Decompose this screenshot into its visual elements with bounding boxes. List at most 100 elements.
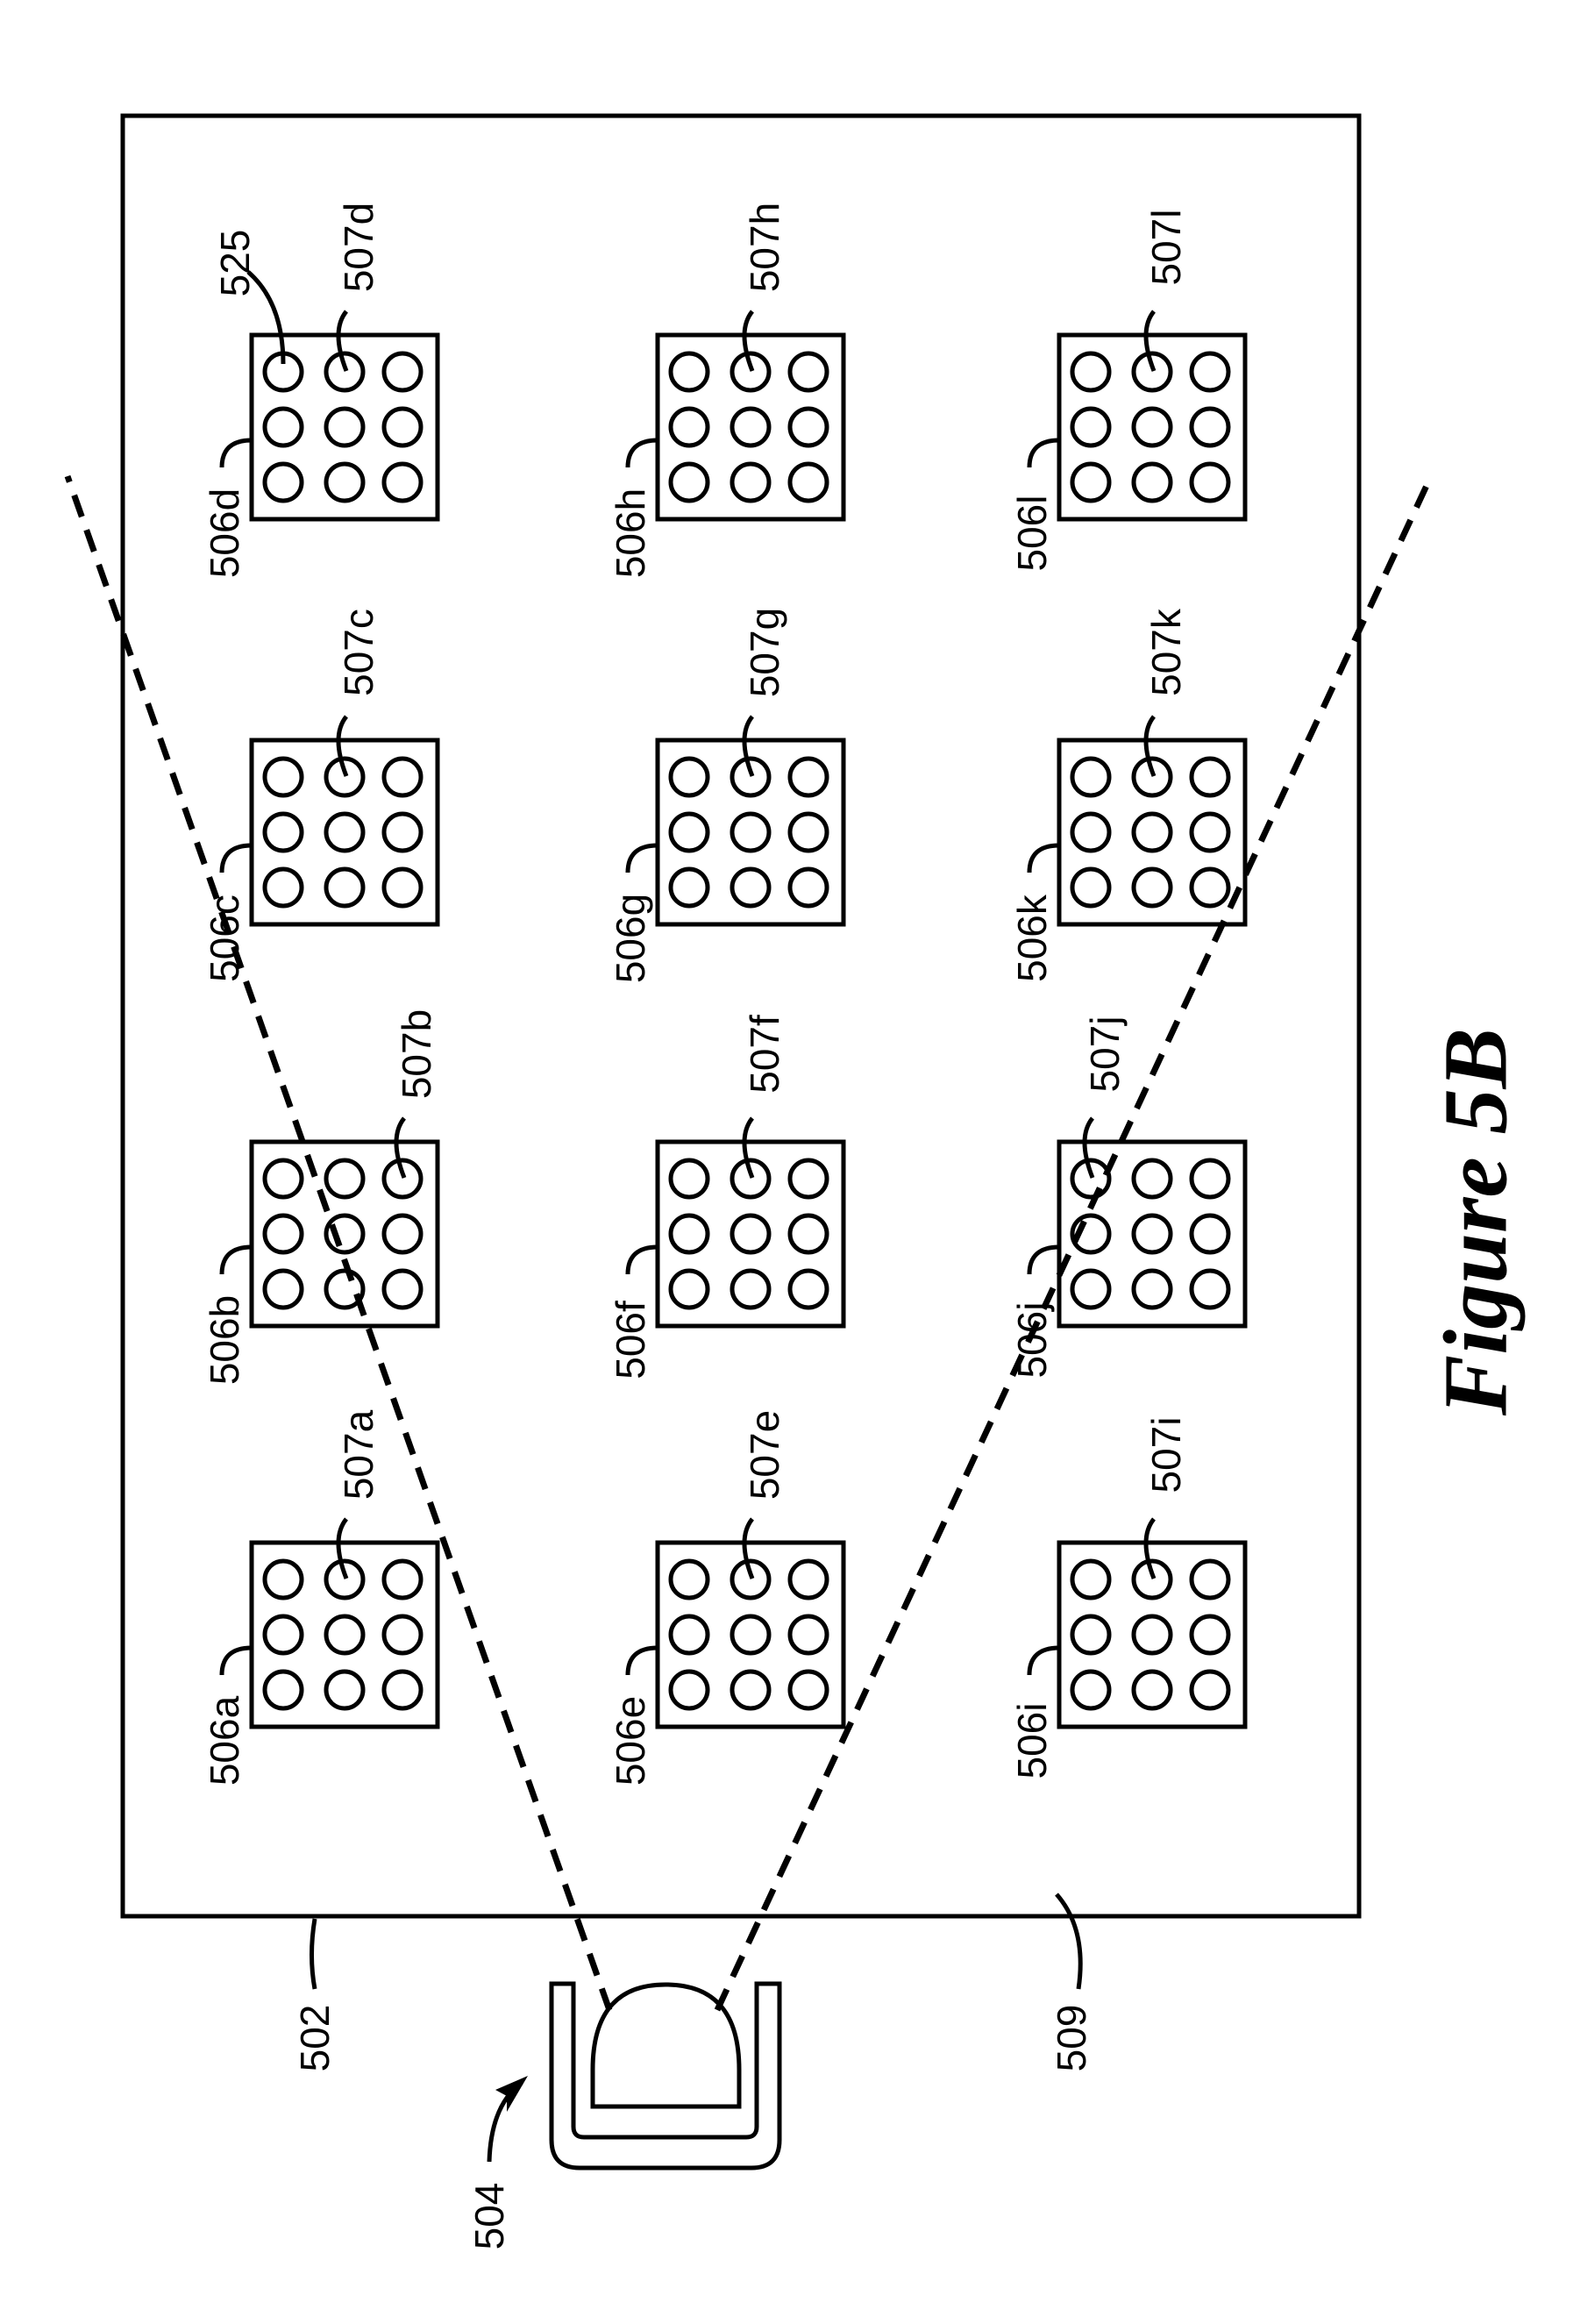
light-element-circle [265,409,302,446]
light-element-circle [671,464,708,501]
light-element-circle [326,869,363,906]
light-element-circle [1134,814,1171,851]
light-element-circle [1134,1561,1171,1598]
light-element-circle [384,1616,421,1653]
light-element-circle [326,1672,363,1708]
element-leader-line [396,1118,404,1178]
light-element-circle [1072,464,1109,501]
light-element-circle [1134,1672,1171,1708]
light-element-circle [1192,1160,1228,1197]
fixture-label: 506c [202,895,247,982]
fixture-leader-line [222,1648,252,1675]
light-fixture: 506h507h [608,203,843,578]
light-element-circle [671,1215,708,1252]
light-element-circle [671,1271,708,1308]
fixture-leader-line [628,845,658,873]
light-element-circle [384,353,421,390]
light-fixture: 506l507l [1009,210,1245,572]
light-fixture: 506e507e [608,1410,843,1786]
light-element-circle [1072,409,1109,446]
floor-label: 509 [1049,2005,1094,2072]
light-element-circle [732,1672,769,1708]
light-element-circle [1192,759,1228,795]
fixture-box [252,1142,438,1326]
light-element-circle [265,1616,302,1653]
light-fixture: 506i507i [1009,1417,1245,1779]
light-element-circle [1192,869,1228,906]
light-element-circle [732,1215,769,1252]
element-label: 507e [742,1410,787,1500]
fixture-label: 506d [202,488,247,578]
light-element-circle [384,464,421,501]
fixture-label: 506f [608,1301,653,1379]
light-element-circle [732,1561,769,1598]
element-leader-line [1146,311,1154,371]
light-element-circle [265,759,302,795]
light-element-circle [790,1215,827,1252]
figure-title: Figure 5B [1426,1028,1527,1416]
light-element-circle [732,464,769,501]
element-leader-line [744,1519,752,1579]
fixture-box [1059,1142,1245,1326]
camera-label: 504 [466,2183,512,2250]
light-element-circle [265,1672,302,1708]
fixture-label: 506h [608,488,653,578]
light-element-circle [671,1616,708,1653]
light-element-label: 525 [212,230,258,297]
fixture-leader-line [628,1648,658,1675]
light-element-circle [790,869,827,906]
light-element-circle [326,464,363,501]
light-element-circle [326,759,363,795]
element-label: 507k [1143,608,1189,696]
fixture-leader-line [1029,440,1059,467]
light-element-circle [1072,1160,1109,1197]
light-fixture: 506g507g [608,608,843,983]
light-element-circle [384,1215,421,1252]
light-fixture: 506a507a [202,1409,438,1786]
camera-icon [552,1984,779,2168]
light-element-circle [1192,409,1228,446]
light-element-circle [384,409,421,446]
element-leader-line [1146,716,1154,776]
element-leader-line [744,716,752,776]
light-element-circle [1072,353,1109,390]
floor-leader-line [1057,1894,1080,1989]
light-element-circle [1134,409,1171,446]
light-fixture: 506c507c [202,609,438,982]
light-element-circle [326,1215,363,1252]
light-element-circle [671,1561,708,1598]
light-element-circle [790,759,827,795]
light-element-circle [1134,869,1171,906]
element-leader-line [338,311,346,371]
fixture-label: 506g [608,894,653,983]
light-element-circle [326,814,363,851]
light-element-circle [1134,759,1171,795]
light-element-circle [384,869,421,906]
light-fixture: 506k 507k [1009,608,1245,982]
light-element-circle [671,409,708,446]
light-element-circle [326,1160,363,1197]
light-element-circle [1072,869,1109,906]
room-label: 502 [292,2005,338,2072]
light-element-circle [384,814,421,851]
fixture-label: 506a [202,1695,247,1786]
light-element-circle [326,1561,363,1598]
light-element-circle [671,1160,708,1197]
light-element-circle [1072,759,1109,795]
element-label: 507d [336,203,381,292]
light-element-circle [790,1616,827,1653]
light-element-circle [1192,1271,1228,1308]
light-element-circle [790,353,827,390]
light-element-circle [732,1616,769,1653]
light-element-circle [1192,1561,1228,1598]
fixture-label: 506k [1009,894,1055,982]
light-element-circle [265,1215,302,1252]
light-element-circle [1134,1271,1171,1308]
fixture-leader-line [1029,1648,1059,1675]
element-label: 507j [1082,1016,1128,1093]
fixture-leader-line [1029,1247,1059,1274]
fixture-leader-line [222,1247,252,1274]
light-element-circle [671,759,708,795]
light-element-circle [265,1561,302,1598]
